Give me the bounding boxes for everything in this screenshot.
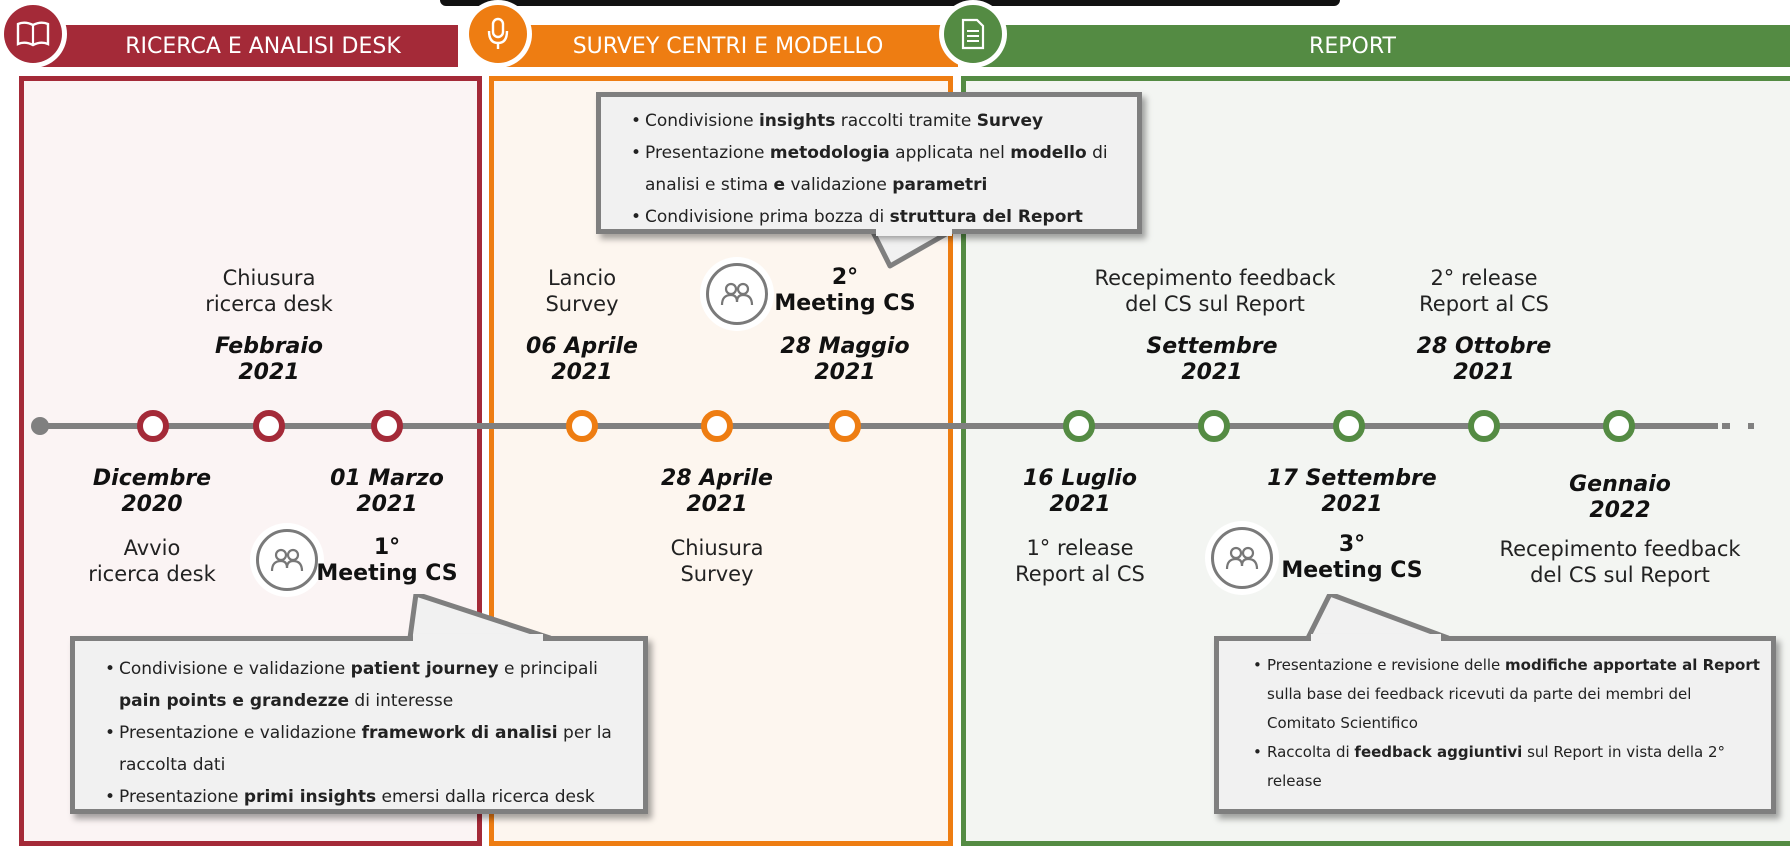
callout-bold-text: struttura del Report: [889, 207, 1083, 227]
callout-text: Condivisione prima bozza di: [645, 207, 890, 227]
callout-text: di interesse: [349, 691, 454, 711]
callout-text: Condivisione e validazione: [119, 659, 351, 679]
callout-text: Presentazione e validazione: [119, 723, 362, 743]
microphone-icon: [469, 5, 527, 63]
callout-text: validazione: [785, 175, 893, 195]
callout-bold-text: insights: [758, 111, 836, 131]
callout-text: Presentazione: [119, 787, 244, 807]
callout-bullet: Presentazione metodologia applicata nel …: [631, 137, 1129, 201]
callout-bullet: Condivisione insights raccolti tramite S…: [631, 105, 1129, 137]
callout-text: Raccolta di: [1267, 743, 1355, 761]
timeline-dash: [1748, 423, 1754, 429]
timeline-node: [701, 410, 733, 442]
callout-text: emersi dalla ricerca desk: [376, 787, 595, 807]
title-strip: [440, 0, 1340, 6]
phase-banner-ricerca: RICERCA E ANALISI DESK: [38, 25, 458, 67]
callout-pointer-cover: [876, 228, 952, 236]
callout-pointer: [870, 226, 960, 269]
book-icon: [4, 5, 62, 63]
callout-text: per la raccolta dati: [119, 723, 612, 775]
callout-text: Presentazione: [645, 143, 770, 163]
meeting-icon: [256, 529, 318, 591]
phase-title: RICERCA E ANALISI DESK: [125, 33, 401, 59]
callout-bold-text: pain points e grandezze: [119, 691, 350, 711]
callout-bold-text: feedback aggiuntivi: [1354, 743, 1523, 761]
callout-list: Condivisione e validazione patient journ…: [105, 653, 635, 813]
callout-text: raccolti tramite: [835, 111, 977, 131]
callout-bold-text: modifiche apportate al Report: [1505, 656, 1760, 674]
meeting-label: 1°Meeting CS: [316, 535, 458, 586]
callout-text: Presentazione e revisione delle: [1267, 656, 1506, 674]
timeline-start-dot: [31, 417, 49, 435]
callout-bold-text: Survey: [976, 111, 1044, 131]
timeline-dash: [1722, 423, 1730, 429]
timeline-node: [371, 410, 403, 442]
callout-pointer-cover: [413, 634, 543, 641]
meeting-icon: [1211, 527, 1273, 589]
callout-bold-text: parametri: [892, 175, 988, 195]
timeline-node: [1333, 410, 1365, 442]
callout-bullet: Raccolta di feedback aggiuntivi sul Repo…: [1253, 738, 1763, 796]
callout-pointer-cover: [1311, 634, 1441, 641]
timeline-line: [38, 423, 1718, 429]
timeline-node: [829, 410, 861, 442]
document-icon: [944, 5, 1002, 63]
callout-bullet: Presentazione e validazione framework di…: [105, 717, 635, 781]
callout-box: Condivisione insights raccolti tramite S…: [596, 92, 1142, 234]
phase-title: SURVEY CENTRI E MODELLO: [572, 33, 884, 59]
timeline-node: [1063, 410, 1095, 442]
callout-box: Condivisione e validazione patient journ…: [70, 636, 648, 814]
callout-bold-text: modello: [1010, 143, 1087, 163]
callout-text: applicata nel: [889, 143, 1011, 163]
callout-bullet: Condivisione prima bozza di struttura de…: [631, 201, 1129, 233]
timeline-node: [253, 410, 285, 442]
phase-title: REPORT: [1309, 33, 1396, 59]
callout-list: Presentazione e revisione delle modifich…: [1253, 651, 1763, 796]
callout-text: e principali: [498, 659, 598, 679]
callout-bold-text: patient journey: [350, 659, 499, 679]
phase-banner-survey: SURVEY CENTRI E MODELLO: [498, 25, 958, 67]
callout-bullet: Presentazione e revisione delle modifich…: [1253, 651, 1763, 738]
timeline-node: [1603, 410, 1635, 442]
callout-text: sulla base dei feedback ricevuti da part…: [1267, 685, 1692, 732]
meeting-label: 3°Meeting CS: [1281, 532, 1423, 583]
callout-bold-text: primi insights: [243, 787, 377, 807]
callout-bullet: Presentazione primi insights emersi dall…: [105, 781, 635, 813]
callout-bold-text: framework di analisi: [361, 723, 558, 743]
callout-text: di analisi e stima: [645, 143, 1108, 195]
callout-list: Condivisione insights raccolti tramite S…: [631, 105, 1129, 233]
callout-text: Condivisione: [645, 111, 759, 131]
meeting-label: 2°Meeting CS: [774, 265, 916, 316]
meeting-icon: [706, 263, 768, 325]
phase-banner-report: REPORT: [975, 25, 1790, 67]
callout-box: Presentazione e revisione delle modifich…: [1214, 636, 1776, 814]
callout-bold-text: e: [773, 175, 786, 195]
callout-text: sul Report in vista della 2° release: [1267, 743, 1726, 790]
callout-bold-text: metodologia: [769, 143, 890, 163]
timeline-node: [1198, 410, 1230, 442]
timeline-node: [1468, 410, 1500, 442]
timeline-node: [566, 410, 598, 442]
callout-bullet: Condivisione e validazione patient journ…: [105, 653, 635, 717]
timeline-node: [137, 410, 169, 442]
